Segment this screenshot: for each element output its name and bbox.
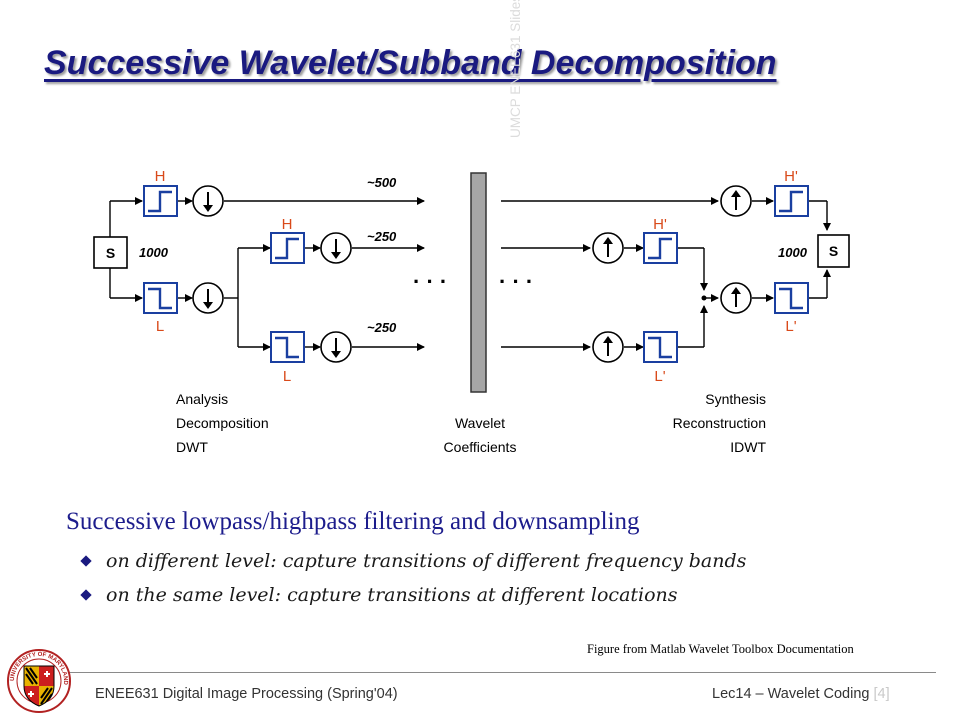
caption-synthesis: Synthesis bbox=[705, 391, 766, 407]
analysis-low-1-label: L bbox=[156, 318, 164, 335]
upsampler-1-high bbox=[720, 185, 752, 217]
coefficient-count-middle: ~250 bbox=[367, 229, 397, 244]
sub-bullet-1-text: on different level: capture transitions … bbox=[106, 550, 747, 572]
analysis-low-2-label: L bbox=[283, 368, 291, 385]
caption-reconstruction: Reconstruction bbox=[673, 415, 766, 431]
synthesis-low-2-label: L' bbox=[654, 368, 665, 385]
ellipsis-right: · · · bbox=[499, 269, 533, 294]
university-seal-logo: UNIVERSITY OF MARYLAND bbox=[7, 649, 71, 713]
merge-label: S bbox=[829, 243, 838, 259]
highpass-filter-synthesis-2 bbox=[643, 232, 678, 264]
split-label: S bbox=[106, 245, 115, 261]
synthesis-low-1-label: L' bbox=[785, 318, 796, 335]
upsampler-1-low bbox=[720, 282, 752, 314]
lowpass-filter-analysis-1 bbox=[143, 282, 178, 314]
highpass-filter-synthesis-1 bbox=[774, 185, 809, 217]
highpass-filter-analysis-1 bbox=[143, 185, 178, 217]
main-bullet: Successive lowpass/highpass filtering an… bbox=[66, 508, 640, 535]
downsampler-1-low bbox=[192, 282, 224, 314]
diamond-bullet-icon bbox=[80, 555, 92, 567]
sub-bullet-1: on different level: capture transitions … bbox=[80, 550, 747, 572]
synthesis-high-2-label: H' bbox=[653, 216, 667, 233]
downsampler-1-high bbox=[192, 185, 224, 217]
diamond-bullet-icon bbox=[80, 589, 92, 601]
caption-decomposition: Decomposition bbox=[176, 415, 269, 431]
ellipsis-left: · · · bbox=[413, 269, 447, 294]
lowpass-filter-synthesis-1 bbox=[774, 282, 809, 314]
slide-title: Successive Wavelet/Subband Decomposition bbox=[44, 44, 777, 82]
footer-divider bbox=[66, 672, 936, 673]
caption-dwt: DWT bbox=[176, 439, 208, 455]
split-block: S bbox=[93, 236, 128, 269]
lowpass-filter-synthesis-2 bbox=[643, 331, 678, 363]
upsampler-2-high bbox=[592, 232, 624, 264]
caption-analysis: Analysis bbox=[176, 391, 228, 407]
synthesis-high-1-label: H' bbox=[784, 168, 798, 185]
footer-lecture-title: Lec14 – Wavelet Coding bbox=[712, 686, 870, 702]
wavelet-coefficients-bar bbox=[470, 172, 487, 393]
footer-course-title: ENEE631 Digital Image Processing (Spring… bbox=[95, 686, 398, 702]
coefficient-count-top: ~500 bbox=[367, 175, 397, 190]
synthesis-half bbox=[501, 197, 831, 351]
coefficient-count-bottom: ~250 bbox=[367, 320, 397, 335]
downsampler-2-high bbox=[320, 232, 352, 264]
figure-source-note: Figure from Matlab Wavelet Toolbox Docum… bbox=[587, 642, 854, 656]
caption-coefficients: Coefficients bbox=[444, 439, 517, 455]
analysis-high-1-label: H bbox=[155, 168, 166, 185]
caption-wavelet: Wavelet bbox=[455, 415, 505, 431]
output-length-label: 1000 bbox=[778, 245, 808, 260]
analysis-high-2-label: H bbox=[282, 216, 293, 233]
lowpass-filter-analysis-2 bbox=[270, 331, 305, 363]
wavelet-decomposition-diagram: S S bbox=[93, 168, 850, 455]
footer-lecture-info: Lec14 – Wavelet Coding [4] bbox=[712, 686, 890, 702]
sum-junction-dot bbox=[701, 295, 707, 301]
footer-page-number: [4] bbox=[873, 686, 890, 702]
merge-block: S bbox=[817, 234, 850, 268]
downsampler-2-low bbox=[320, 331, 352, 363]
upsampler-2-low bbox=[592, 331, 624, 363]
highpass-filter-analysis-2 bbox=[270, 232, 305, 264]
caption-idwt: IDWT bbox=[730, 439, 766, 455]
analysis-half bbox=[109, 197, 425, 351]
sub-bullet-2: on the same level: capture transitions a… bbox=[80, 584, 678, 606]
sub-bullet-2-text: on the same level: capture transitions a… bbox=[106, 584, 678, 606]
input-length-label: 1000 bbox=[139, 245, 169, 260]
